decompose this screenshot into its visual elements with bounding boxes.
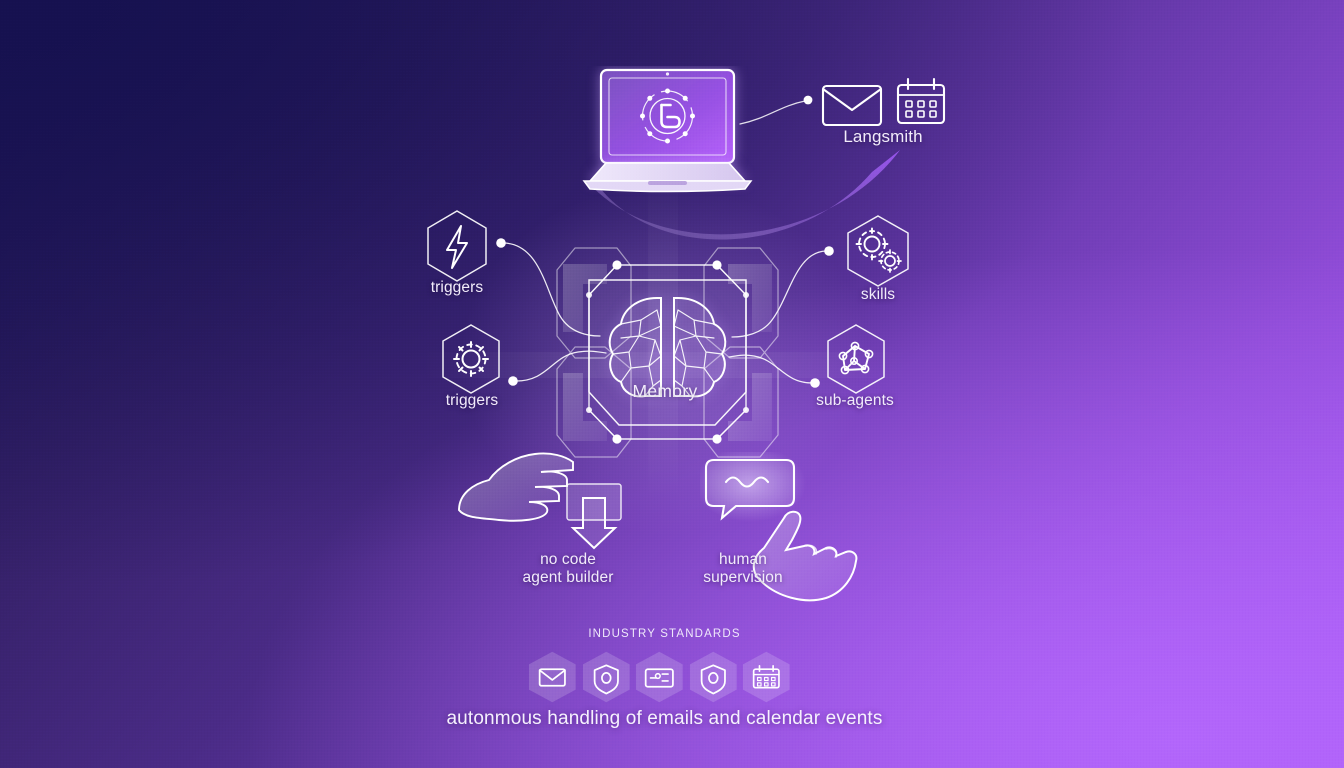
shield-icon (593, 664, 619, 695)
id-card-icon (644, 668, 674, 688)
langsmith-logo-icon (640, 88, 695, 144)
node-graph-icon (838, 341, 874, 375)
hand-tap-icon[interactable] (700, 452, 910, 602)
double-gear-icon (855, 227, 902, 273)
trigger-b-label: triggers (445, 392, 499, 409)
lightning-bolt-icon (446, 225, 468, 269)
industry-standards-badges (527, 650, 792, 704)
email-standard-badge[interactable] (527, 650, 578, 704)
sub-agents-label: sub-agents (816, 392, 894, 409)
bottom-caption: autonmous handling of emails and calenda… (446, 708, 883, 729)
chat-bubble-icon (704, 458, 796, 521)
memory-label: Memory (632, 381, 698, 401)
trigger-b-node[interactable] (438, 322, 504, 396)
calendar-standard-badge[interactable] (741, 650, 792, 704)
no-code-builder-label: no code agent builder (522, 551, 614, 586)
industry-standards-heading: INDUSTRY STANDARDS (588, 628, 741, 640)
envelope-icon (538, 668, 566, 687)
identity-standard-badge[interactable] (634, 650, 685, 704)
laptop-icon (582, 68, 753, 193)
drag-block (566, 483, 622, 521)
security-standard-badge[interactable] (581, 650, 632, 704)
sub-agents-node[interactable] (822, 322, 890, 396)
arrow-down-icon (570, 497, 618, 550)
memory-core (556, 247, 779, 458)
brain-icon (608, 297, 727, 398)
trigger-a-node[interactable] (423, 208, 491, 284)
hand-drag-icon[interactable] (455, 440, 640, 555)
calendar-icon (896, 77, 946, 125)
human-supervision-label: human supervision (703, 551, 783, 586)
langsmith-label: Langsmith (843, 127, 923, 146)
trigger-a-label: triggers (430, 279, 484, 296)
shield-icon (700, 664, 726, 695)
gear-icon (453, 341, 489, 377)
calendar-icon (753, 664, 781, 689)
corner-brackets (563, 264, 772, 441)
envelope-icon (821, 84, 883, 126)
skills-label: skills (860, 286, 896, 303)
skills-node[interactable] (843, 213, 913, 289)
privacy-standard-badge[interactable] (688, 650, 739, 704)
